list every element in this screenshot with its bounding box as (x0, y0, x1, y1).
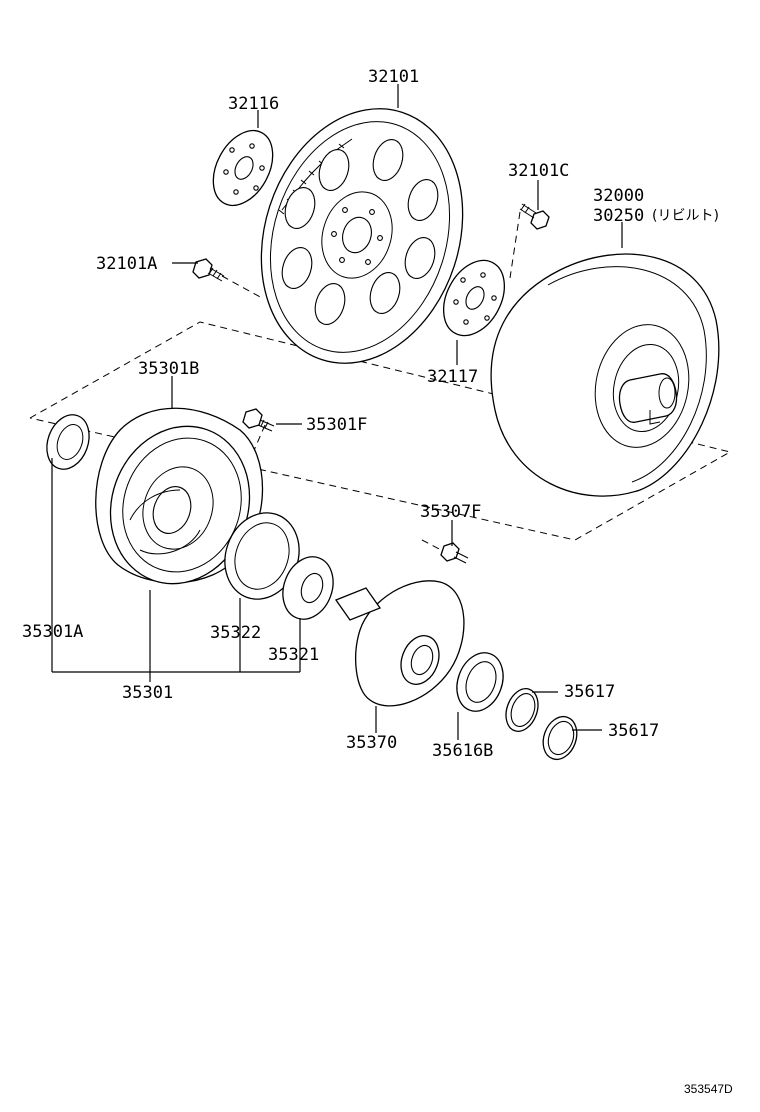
label-32101C: 32101C (508, 161, 569, 181)
label-35301: 35301 (122, 683, 173, 703)
seal-ring-35617-a (505, 688, 539, 732)
leader-lines (51, 84, 623, 740)
diagram-reference-code: 353547D (684, 1082, 733, 1096)
label-35321: 35321 (268, 645, 319, 665)
label-32101A: 32101A (96, 254, 157, 274)
bolt-35301F (242, 408, 275, 432)
oil-seal-35301A (46, 414, 90, 470)
label-35301B: 35301B (138, 359, 199, 379)
stator-shaft-35370 (334, 580, 465, 707)
label-35322: 35322 (210, 623, 261, 643)
label-30250: 30250 (593, 206, 644, 226)
label-35617-a: 35617 (564, 682, 615, 702)
torque-converter-32000 (490, 253, 720, 497)
spacer-32117 (443, 259, 505, 337)
drive-plate-32101 (260, 108, 464, 364)
label-35301F: 35301F (306, 415, 367, 435)
label-30250-note: (リビルト) (652, 208, 719, 224)
label-32000: 32000 (593, 186, 644, 206)
seal-ring-35617-b (542, 715, 578, 761)
ring-35616B (456, 652, 504, 712)
bolt-35307F (440, 542, 469, 564)
label-35301A: 35301A (22, 622, 83, 642)
bolt-32101C (519, 203, 550, 230)
label-32101: 32101 (368, 67, 419, 87)
drive-gear-35321 (282, 556, 334, 620)
label-35616B: 35616B (432, 741, 493, 761)
label-32116: 32116 (228, 94, 279, 114)
bolt-32101A (192, 258, 225, 282)
spacer-32116 (212, 129, 274, 207)
pump-body-35301B (95, 407, 264, 585)
label-35617-b: 35617 (608, 721, 659, 741)
part-labels: 32101 32116 32101C 32000 30250 (リビルト) 32… (22, 67, 719, 761)
label-35370: 35370 (346, 733, 397, 753)
label-32117: 32117 (427, 367, 478, 387)
label-35307F: 35307F (420, 502, 481, 522)
